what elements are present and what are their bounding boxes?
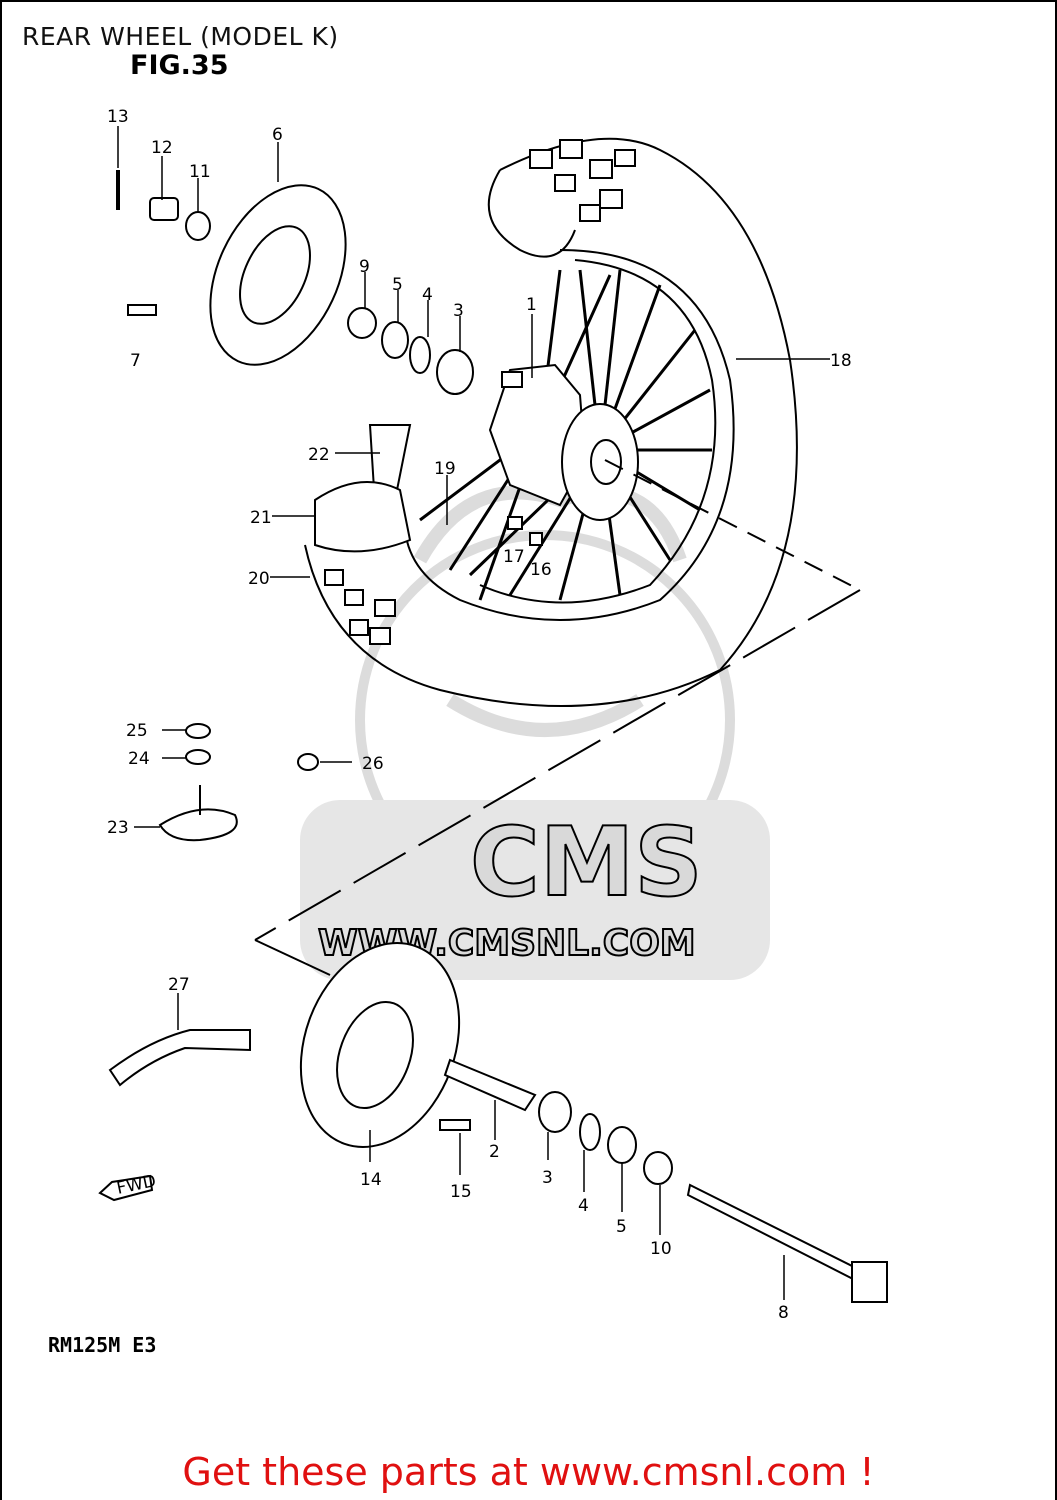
callout-21: 21 (250, 508, 272, 528)
spacer-10 (643, 1151, 673, 1185)
rim-lock (158, 785, 238, 842)
callout-22: 22 (308, 445, 330, 465)
fwd-arrow-shape (98, 1174, 154, 1202)
disc-bolt (127, 304, 157, 316)
callout-17: 17 (503, 547, 525, 567)
callout-8: 8 (778, 1303, 789, 1323)
callout-18: 18 (830, 351, 852, 371)
assembly-line-2 (254, 939, 331, 976)
callout-5b: 5 (616, 1217, 627, 1237)
leader-lines (117, 126, 830, 1300)
callout-23: 23 (107, 818, 129, 838)
frame-left (0, 0, 2, 1500)
callout-24: 24 (128, 749, 150, 769)
castle-nut (149, 197, 179, 221)
axle (686, 1183, 888, 1303)
brake-disc (209, 184, 347, 366)
frame-top (0, 0, 1057, 2)
callout-11: 11 (189, 162, 211, 182)
callout-13: 13 (107, 107, 129, 127)
spoke-wrench (108, 1029, 251, 1087)
rim-lock-washer (185, 749, 211, 765)
inner-tube (314, 481, 412, 553)
sprocket (299, 942, 461, 1148)
figure-label: FIG.35 (130, 50, 229, 81)
callout-7: 7 (130, 351, 141, 371)
callout-5: 5 (392, 275, 403, 295)
callout-25: 25 (126, 721, 148, 741)
callout-14: 14 (360, 1170, 382, 1190)
assembly-line-1 (254, 589, 861, 941)
callout-4b: 4 (578, 1196, 589, 1216)
nipples (507, 516, 543, 546)
washer-11 (185, 211, 211, 241)
bearing-3 (436, 349, 474, 395)
bearing-3b (538, 1091, 572, 1133)
oil-seal-5 (381, 321, 409, 359)
callout-6: 6 (272, 125, 283, 145)
callout-16: 16 (530, 560, 552, 580)
oil-seal-5b (607, 1126, 637, 1164)
hub (488, 363, 639, 521)
page-title: REAR WHEEL (MODEL K) (22, 22, 339, 51)
callout-15: 15 (450, 1182, 472, 1202)
watermark-plate (300, 800, 770, 980)
footer-cta-link[interactable]: Get these parts at www.cmsnl.com ! (182, 1450, 875, 1494)
callout-10: 10 (650, 1239, 672, 1259)
callout-19: 19 (434, 459, 456, 479)
callout-3b: 3 (542, 1168, 553, 1188)
valve-cap (297, 753, 319, 771)
callout-1: 1 (526, 295, 537, 315)
fwd-label: FWD (115, 1171, 158, 1199)
model-code: RM125M E3 (48, 1333, 157, 1357)
frame-right (1055, 0, 1057, 1500)
rim-lock-nut (185, 723, 211, 739)
callout-27: 27 (168, 975, 190, 995)
spacer-2 (443, 1058, 537, 1112)
tire (304, 137, 798, 707)
sprocket-bolt (439, 1119, 471, 1131)
circlip-4 (409, 336, 431, 374)
callout-3: 3 (453, 301, 464, 321)
circlip-4b (579, 1113, 601, 1151)
callout-labels: 1 2 3 3 4 4 5 5 6 7 8 9 10 11 12 13 14 1… (107, 107, 852, 1323)
callout-12: 12 (151, 138, 173, 158)
callout-2: 2 (489, 1142, 500, 1162)
callout-4: 4 (422, 285, 433, 305)
callout-20: 20 (248, 569, 270, 589)
axis-line (604, 459, 861, 591)
callout-26: 26 (362, 754, 384, 774)
spacer-9 (347, 307, 377, 339)
callout-9: 9 (359, 257, 370, 277)
watermark-logo: CMS (470, 808, 703, 918)
